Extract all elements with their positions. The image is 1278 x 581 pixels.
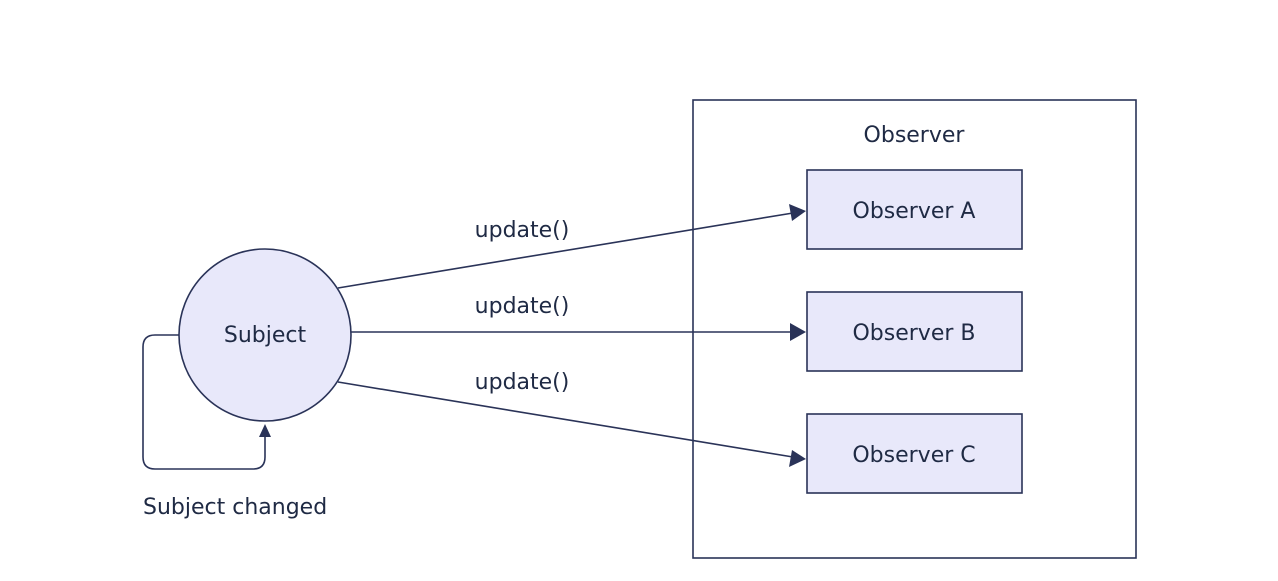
edge-subject-to-observer-c — [337, 381, 794, 458]
observer-a-label: Observer A — [853, 199, 976, 224]
edge-label-update-b: update() — [475, 294, 570, 319]
observer-group-frame — [692, 99, 1137, 559]
subject-self-loop-edge — [142, 334, 266, 470]
observer-b-label: Observer B — [852, 321, 975, 346]
observer-c-node — [806, 413, 1023, 494]
observer-c-label: Observer C — [852, 443, 975, 468]
arrowhead-observer-a — [789, 204, 806, 221]
observer-b-node — [806, 291, 1023, 372]
subject-node-label: Subject — [224, 323, 307, 348]
subject-changed-label: Subject changed — [143, 495, 327, 520]
observer-a-node — [806, 169, 1023, 250]
edge-subject-to-observer-a — [337, 212, 794, 289]
edge-label-update-c: update() — [475, 370, 570, 395]
arrowhead-observer-c — [789, 450, 806, 467]
subject-node — [178, 248, 352, 422]
subject-self-loop-arrowhead — [259, 424, 271, 437]
edge-label-update-a: update() — [475, 218, 570, 243]
arrowhead-observer-b — [790, 323, 806, 341]
observer-group-label: Observer — [864, 123, 966, 148]
